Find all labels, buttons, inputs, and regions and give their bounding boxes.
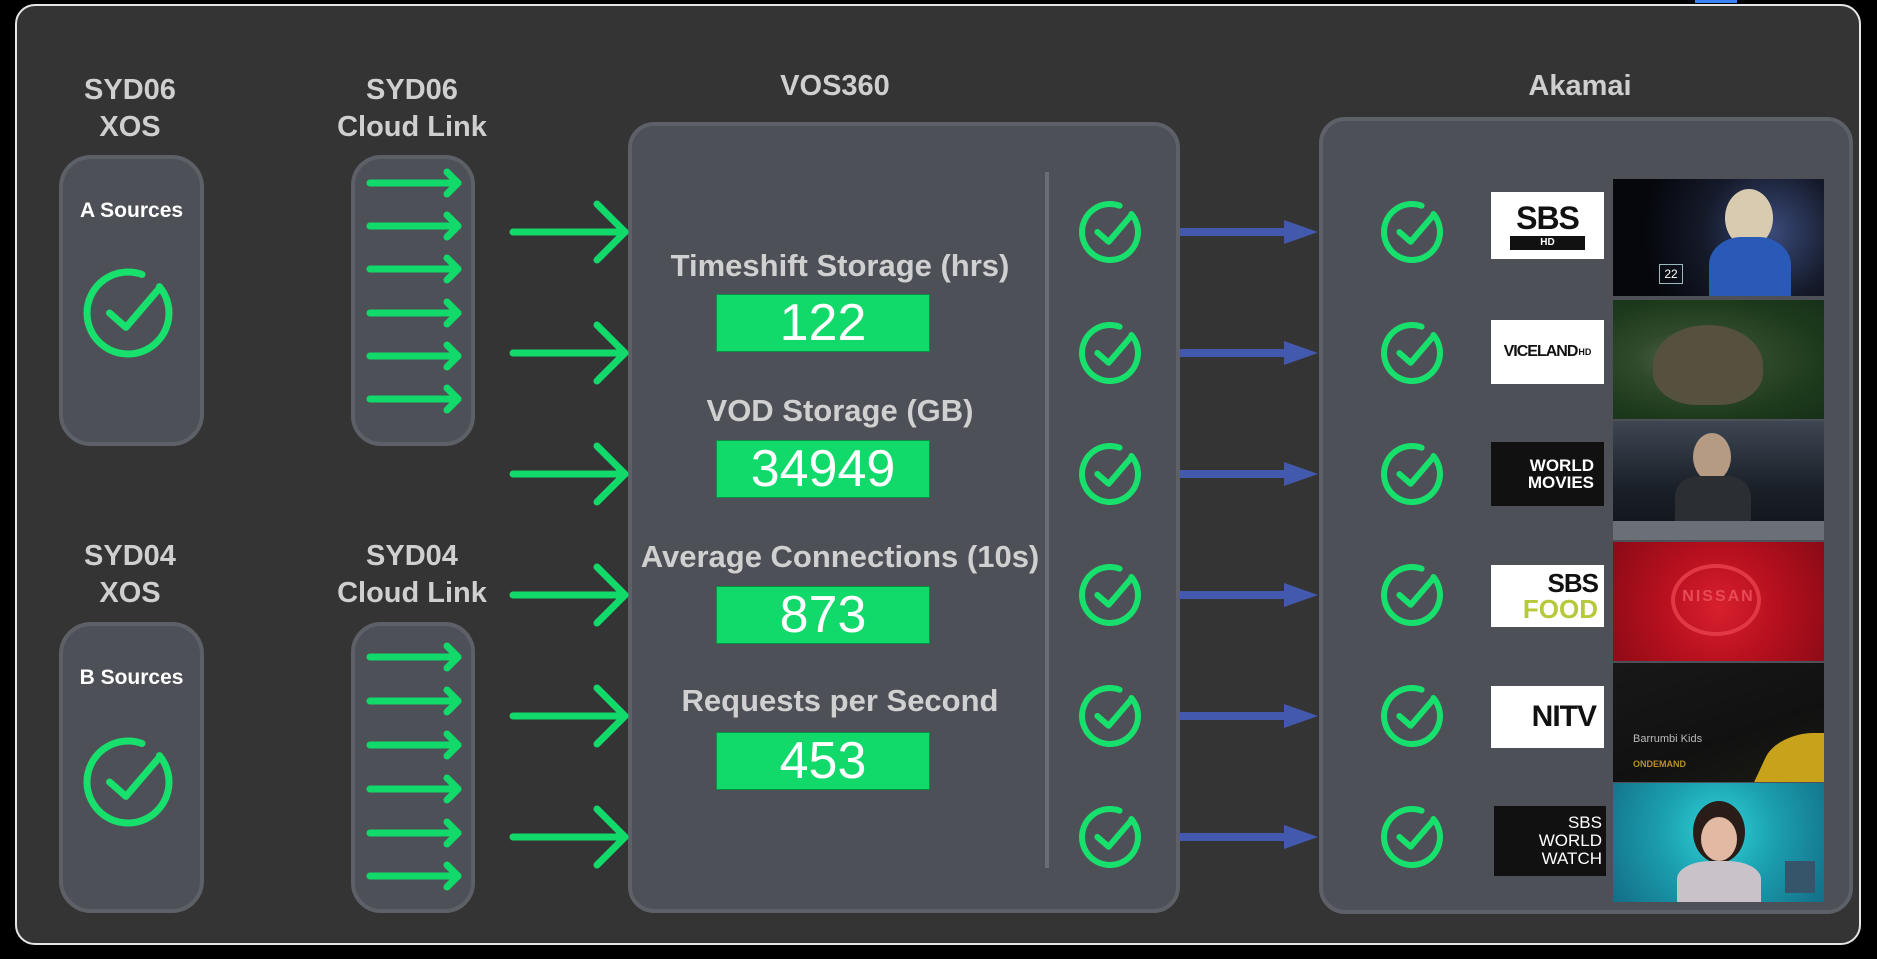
akamai-check-icon-3 bbox=[1381, 443, 1443, 505]
b-sources-label: B Sources bbox=[79, 666, 184, 689]
syd06-link-arrow-icon-5 bbox=[366, 341, 462, 371]
syd04-link-arrow-icon-6 bbox=[366, 861, 462, 891]
akamai-check-icon-5 bbox=[1381, 685, 1443, 747]
logo-world-movies: WORLD MOVIES bbox=[1491, 442, 1604, 506]
metric-label-vod-storage: VOD Storage (GB) bbox=[706, 393, 974, 428]
metric-label-timeshift: Timeshift Storage (hrs) bbox=[670, 248, 1010, 283]
header-syd04-cloud-link: SYD04 Cloud Link bbox=[337, 540, 487, 609]
logo-sbs-world-watch: SBS WORLD WATCH bbox=[1494, 806, 1606, 876]
logo-sbs-food: SBS FOOD bbox=[1491, 565, 1604, 627]
frame-tab-marker bbox=[1695, 0, 1737, 3]
syd04-link-arrow-icon-5 bbox=[366, 818, 462, 848]
metric-value-requests: 453 bbox=[716, 732, 930, 790]
ingest-arrow-icon-4 bbox=[509, 563, 629, 627]
metric-value-timeshift: 122 bbox=[716, 294, 930, 352]
metric-value-vod-storage: 34949 bbox=[716, 440, 930, 498]
ingest-arrow-icon-1 bbox=[509, 200, 629, 264]
logo-sbs-hd: SBS HD bbox=[1491, 192, 1604, 259]
syd06-link-arrow-icon-6 bbox=[366, 384, 462, 414]
syd04-link-arrow-icon-1 bbox=[366, 642, 462, 672]
thumb-sbs-food: NISSAN bbox=[1613, 542, 1824, 661]
ingest-arrow-icon-5 bbox=[509, 684, 629, 748]
metric-label-avg-connections: Average Connections (10s) bbox=[640, 539, 1040, 574]
a-sources-check-icon bbox=[83, 268, 173, 358]
header-vos360: VOS360 bbox=[780, 70, 890, 102]
akamai-check-icon-1 bbox=[1381, 201, 1443, 263]
a-sources-panel: A Sources bbox=[59, 155, 204, 446]
thumb-viceland bbox=[1613, 300, 1824, 419]
syd06-link-arrow-icon-3 bbox=[366, 254, 462, 284]
thumb-sbs-world-watch bbox=[1613, 783, 1824, 902]
b-sources-panel: B Sources bbox=[59, 622, 204, 913]
ingest-arrow-icon-2 bbox=[509, 321, 629, 385]
header-syd06-cloud-link: SYD06 Cloud Link bbox=[337, 74, 487, 143]
thumb-world-movies bbox=[1613, 421, 1824, 540]
syd06-link-arrow-icon-4 bbox=[366, 298, 462, 328]
akamai-check-icon-6 bbox=[1381, 806, 1443, 868]
syd04-link-arrow-icon-2 bbox=[366, 686, 462, 716]
vos360-check-icon-2 bbox=[1079, 322, 1141, 384]
syd04-cloud-link-panel bbox=[351, 622, 475, 913]
vos360-check-icon-3 bbox=[1079, 443, 1141, 505]
header-syd06-xos: SYD06 XOS bbox=[84, 74, 176, 143]
metric-label-requests: Requests per Second bbox=[681, 683, 999, 718]
vos360-check-icon-4 bbox=[1079, 564, 1141, 626]
delivery-arrow-icon-6 bbox=[1180, 825, 1318, 849]
b-sources-check-icon bbox=[83, 737, 173, 827]
delivery-arrow-icon-4 bbox=[1180, 583, 1318, 607]
delivery-arrow-icon-2 bbox=[1180, 341, 1318, 365]
ingest-arrow-icon-6 bbox=[509, 805, 629, 869]
syd06-link-arrow-icon-1 bbox=[366, 168, 462, 198]
vos360-check-icon-1 bbox=[1079, 201, 1141, 263]
delivery-arrow-icon-5 bbox=[1180, 704, 1318, 728]
akamai-check-icon-4 bbox=[1381, 564, 1443, 626]
vos360-check-icon-5 bbox=[1079, 685, 1141, 747]
thumb-nitv: Barrumbi Kids ONDEMAND bbox=[1613, 663, 1824, 782]
header-akamai: Akamai bbox=[1528, 70, 1632, 102]
logo-nitv: NITV bbox=[1491, 686, 1604, 748]
a-sources-label: A Sources bbox=[79, 199, 184, 222]
header-syd04-xos: SYD04 XOS bbox=[84, 540, 176, 609]
vos360-check-icon-6 bbox=[1079, 806, 1141, 868]
syd04-link-arrow-icon-3 bbox=[366, 730, 462, 760]
thumb-sbs-hd: 22 bbox=[1613, 179, 1824, 296]
syd04-link-arrow-icon-4 bbox=[366, 774, 462, 804]
metric-value-avg-connections: 873 bbox=[716, 586, 930, 644]
logo-viceland: VICELAND HD bbox=[1491, 320, 1604, 384]
ingest-arrow-icon-3 bbox=[509, 442, 629, 506]
vos360-divider bbox=[1045, 172, 1049, 868]
delivery-arrow-icon-3 bbox=[1180, 462, 1318, 486]
akamai-check-icon-2 bbox=[1381, 322, 1443, 384]
syd06-link-arrow-icon-2 bbox=[366, 211, 462, 241]
delivery-arrow-icon-1 bbox=[1180, 220, 1318, 244]
